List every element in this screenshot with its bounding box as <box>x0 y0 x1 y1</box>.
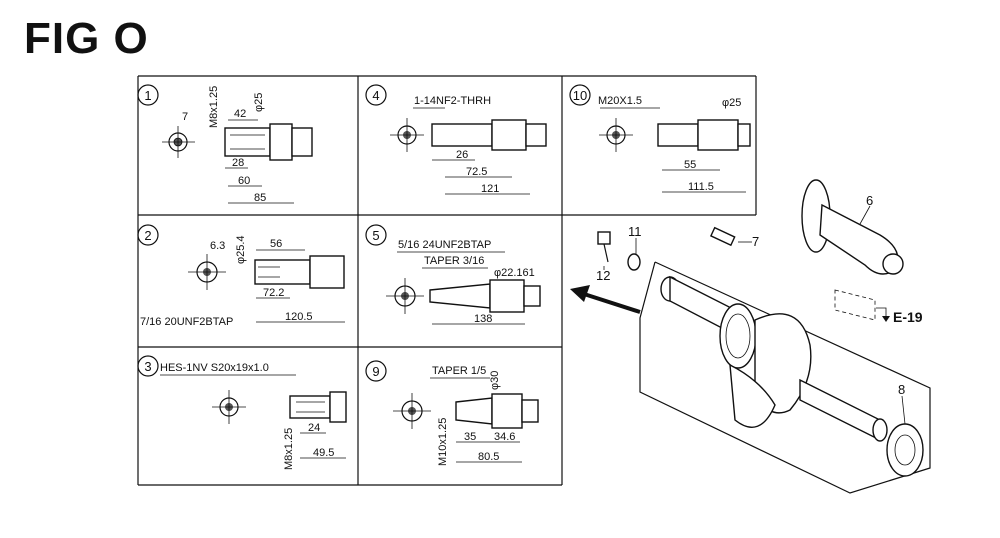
dim-label: 49.5 <box>313 447 334 459</box>
panel-3: 3 HES-1NV S20x19x1.0 M8x1.25 24 49.5 <box>137 355 347 470</box>
dim-label: M20X1.5 <box>598 95 642 107</box>
crankshaft-exploded-view <box>570 179 931 494</box>
figure-title: FIG O <box>24 14 149 63</box>
dim-label: 42 <box>234 108 246 120</box>
dim-label: 55 <box>684 159 696 171</box>
dim-label: 7/16 20UNF2BTAP <box>140 316 233 328</box>
panel-2: 2 6.3 56 φ25.4 7/16 20UNF2BTAP 72.2 120.… <box>137 224 345 328</box>
dim-label: M10x1.25 <box>437 418 449 466</box>
callout-12: 12 <box>596 268 610 283</box>
dim-label: 26 <box>456 149 468 161</box>
reference-e19: E-19 <box>893 309 923 325</box>
dim-label: TAPER 3/16 <box>424 255 484 267</box>
dim-label: 35 <box>464 431 476 443</box>
panel-1: 1 7 42 M8x1.25 φ25 28 60 85 <box>137 84 313 204</box>
dim-label: φ22.161 <box>494 267 535 279</box>
panel-grid <box>137 75 757 486</box>
callout-labels: 6 7 11 12 8 E-19 <box>596 193 923 397</box>
panel-number: 1 <box>144 88 151 103</box>
dim-label: M8x1.25 <box>283 428 295 470</box>
panel-number: 3 <box>144 359 151 374</box>
panel-number: 10 <box>573 88 587 103</box>
dim-label: φ25 <box>722 97 741 109</box>
dim-label: 60 <box>238 175 250 187</box>
dim-label: 138 <box>474 313 492 325</box>
dim-label: φ25 <box>253 93 265 112</box>
dim-label: 6.3 <box>210 240 225 252</box>
dim-label: M8x1.25 <box>208 86 220 128</box>
dim-label: 72.2 <box>263 287 284 299</box>
dim-label: 111.5 <box>688 181 714 193</box>
dim-label: HES-1NV S20x19x1.0 <box>160 362 269 374</box>
dim-label: 85 <box>254 192 266 204</box>
dim-label: φ30 <box>489 371 501 390</box>
panel-number: 9 <box>372 364 379 379</box>
dim-label: φ25.4 <box>235 235 247 264</box>
dim-label: 80.5 <box>478 451 499 463</box>
dim-label: 120.5 <box>285 311 313 323</box>
callout-7: 7 <box>752 234 759 249</box>
callout-6: 6 <box>866 193 873 208</box>
panel-number: 5 <box>372 228 379 243</box>
dim-label: 34.6 <box>494 431 515 443</box>
panel-10: 10 M20X1.5 φ25 55 111.5 <box>569 84 751 193</box>
dim-label: 72.5 <box>466 166 487 178</box>
dim-label: 56 <box>270 238 282 250</box>
panel-number: 2 <box>144 228 151 243</box>
callout-8: 8 <box>898 382 905 397</box>
dim-label: TAPER 1/5 <box>432 365 486 377</box>
panel-5: 5 5/16 24UNF2BTAP TAPER 3/16 φ22.161 138 <box>365 224 541 325</box>
dim-label: 24 <box>308 422 320 434</box>
callout-11: 11 <box>628 224 642 239</box>
dim-label: 28 <box>232 157 244 169</box>
panel-4: 4 1-14NF2-THRH 26 72.5 121 <box>365 84 547 195</box>
dim-label: 7 <box>182 111 188 123</box>
panel-9: 9 TAPER 1/5 φ30 M10x1.25 35 34.6 80.5 <box>365 360 539 466</box>
dim-label: 121 <box>481 183 499 195</box>
dim-label: 1-14NF2-THRH <box>414 95 491 107</box>
dim-label: 5/16 24UNF2BTAP <box>398 239 491 251</box>
panel-number: 4 <box>372 88 379 103</box>
